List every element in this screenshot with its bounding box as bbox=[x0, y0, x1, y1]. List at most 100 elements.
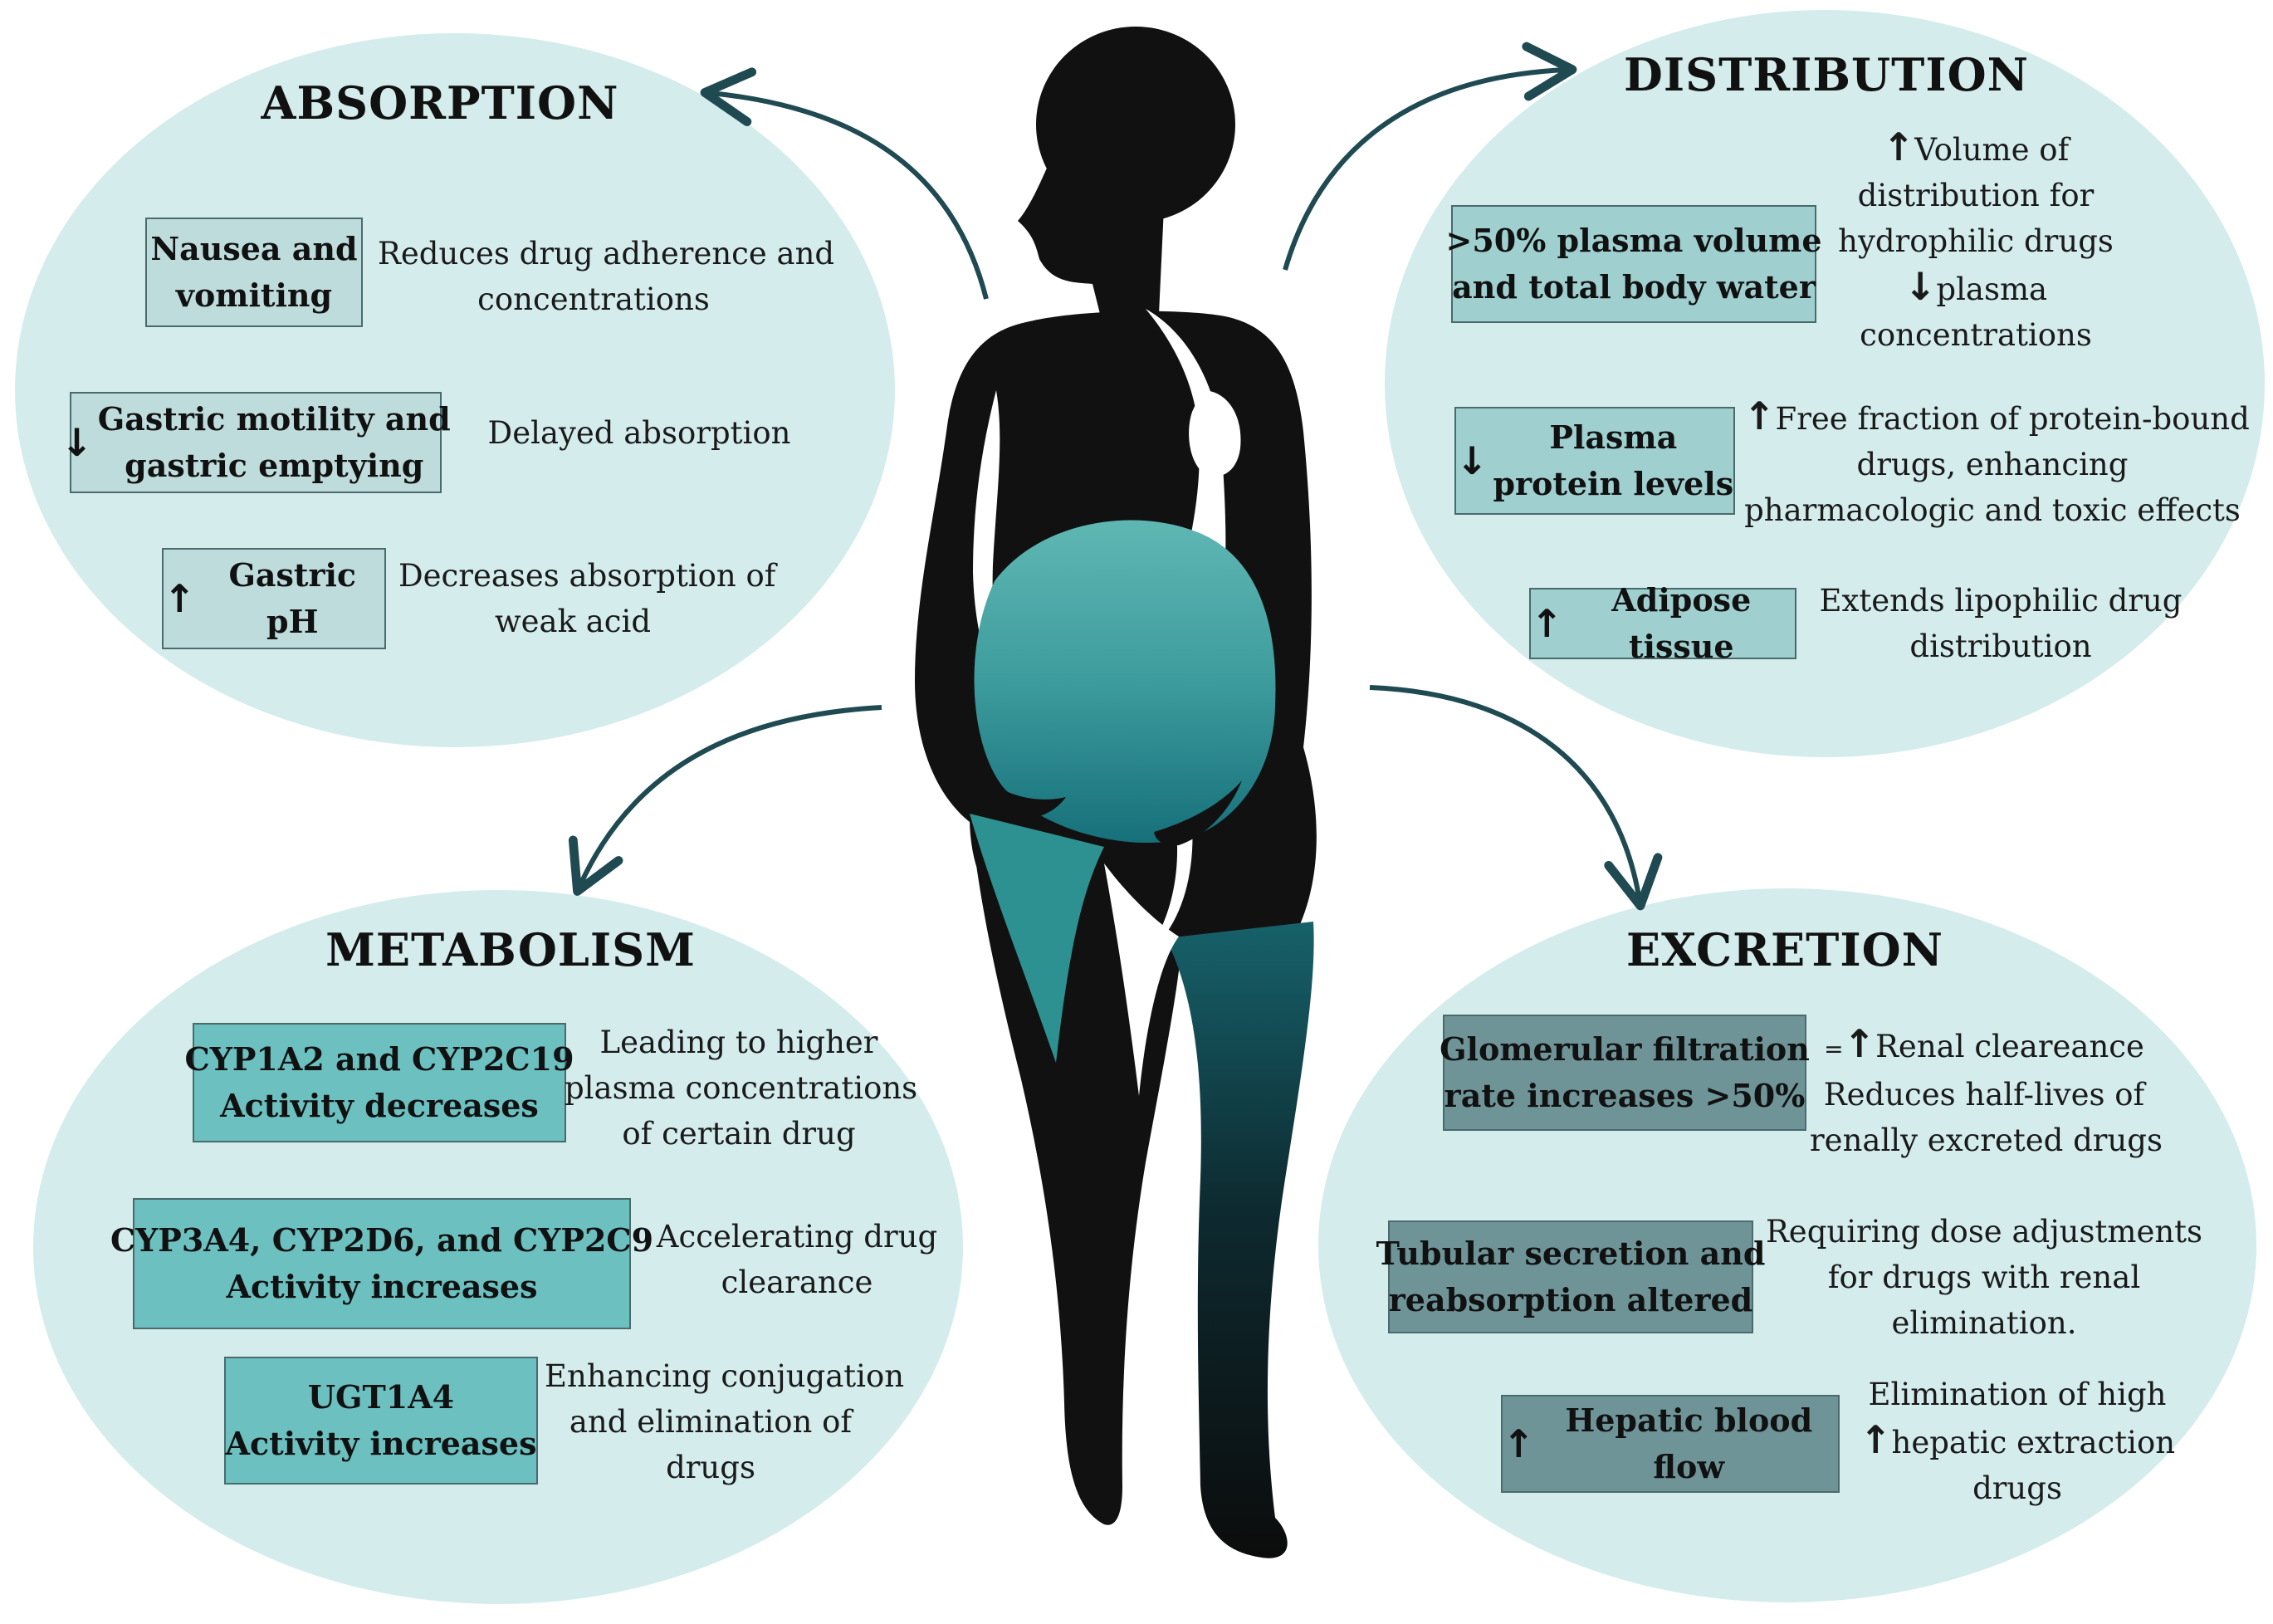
desc-line: distribution for bbox=[1857, 178, 2095, 213]
distribution-title: DISTRIBUTION bbox=[1624, 48, 2029, 101]
box-line: gastric emptying bbox=[125, 447, 424, 484]
box-line: UGT1A4 bbox=[307, 1378, 455, 1416]
desc-line: drugs bbox=[1972, 1470, 2062, 1506]
curved-arrow-icon bbox=[1283, 42, 1577, 271]
excretion-box-gfr: Glomerular filtration rate increases >50… bbox=[1440, 1015, 1810, 1131]
box-line: and total body water bbox=[1452, 268, 1816, 306]
desc-line: Leading to higher bbox=[599, 1025, 878, 1060]
excretion-desc-gfr: =↑Renal cleareance Reduces half-lives of… bbox=[1810, 1021, 2163, 1163]
excretion-desc-hepatic: Elimination of high ↑hepatic extraction … bbox=[1843, 1372, 2192, 1511]
box-line: Hepatic blood flow bbox=[1565, 1401, 1813, 1485]
distribution-box-adipose: ↑ Adipose tissue bbox=[1529, 581, 1796, 665]
metabolism-box-cyp1a2: CYP1A2 and CYP2C19 Activity decreases bbox=[184, 1023, 574, 1142]
box-line: Activity increases bbox=[226, 1268, 538, 1305]
desc-line: concentrations bbox=[1860, 317, 2092, 353]
down-arrow-icon: ↓ bbox=[1455, 438, 1488, 483]
desc-line: renally excreted drugs bbox=[1810, 1123, 2163, 1158]
excretion-title: EXCRETION bbox=[1626, 923, 1943, 976]
box-line: Tubular secretion and bbox=[1376, 1235, 1766, 1272]
desc-line: plasma concentrations bbox=[565, 1070, 918, 1106]
box-line: CYP1A2 and CYP2C19 bbox=[184, 1040, 574, 1078]
box-line: Nausea and bbox=[150, 230, 358, 267]
desc-line: Delayed absorption bbox=[487, 415, 791, 451]
box-line: reabsorption altered bbox=[1388, 1281, 1753, 1318]
desc-line: hydrophilic drugs bbox=[1838, 223, 2114, 259]
curved-arrow-icon bbox=[568, 705, 882, 896]
desc-line: Accelerating drug bbox=[656, 1219, 938, 1255]
desc-line: Elimination of high bbox=[1868, 1377, 2167, 1412]
absorption-box-gastric-motility: ↓ Gastric motility and gastric emptying bbox=[61, 392, 451, 493]
box-line: CYP3A4, CYP2D6, and CYP2C9 bbox=[110, 1221, 654, 1259]
curved-arrow-icon bbox=[700, 67, 989, 300]
desc-line: and elimination of bbox=[569, 1404, 853, 1440]
metabolism-desc-cyp3a4: Accelerating drug clearance bbox=[648, 1214, 946, 1305]
excretion-box-hepatic: ↑ Hepatic blood flow bbox=[1501, 1395, 1840, 1493]
distribution-box-plasma-volume: >50% plasma volume and total body water bbox=[1446, 205, 1822, 323]
desc-text: Renal cleareance bbox=[1875, 1029, 2144, 1064]
metabolism-box-cyp3a4: CYP3A4, CYP2D6, and CYP2C9 Activity incr… bbox=[110, 1198, 653, 1329]
excretion-desc-tubular: Requiring dose adjustments for drugs wit… bbox=[1760, 1209, 2208, 1346]
desc-text: Volume of bbox=[1914, 132, 2070, 168]
desc-line: Reduces half-lives of bbox=[1823, 1077, 2145, 1113]
desc-prefix: = bbox=[1824, 1035, 1844, 1063]
desc-line: Reduces drug adherence and bbox=[378, 236, 835, 271]
desc-text: plasma bbox=[1936, 271, 2048, 307]
absorption-desc-nausea: Reduces drug adherence and concentration… bbox=[378, 231, 835, 322]
desc-line: drugs, enhancing bbox=[1856, 447, 2129, 482]
absorption-desc-gastric-motility: Delayed absorption bbox=[473, 410, 805, 456]
distribution-desc-adipose: Extends lipophilic drug distribution bbox=[1818, 578, 2183, 669]
desc-text: Free fraction of protein-bound bbox=[1775, 401, 2250, 437]
box-line: protein levels bbox=[1493, 465, 1734, 502]
curved-arrow-icon bbox=[1369, 685, 1663, 911]
desc-line: of certain drug bbox=[622, 1116, 856, 1152]
up-arrow-icon: ↑ bbox=[1503, 1421, 1535, 1466]
desc-line: =↑Renal cleareance bbox=[1810, 1021, 2158, 1072]
excretion-box-tubular: Tubular secretion and reabsorption alter… bbox=[1376, 1220, 1765, 1333]
desc-line: ↑Free fraction of protein-bound bbox=[1743, 394, 2250, 442]
desc-line: drugs bbox=[666, 1450, 755, 1485]
metabolism-desc-ugt1a4: Enhancing conjugation and elimination of… bbox=[545, 1353, 905, 1490]
absorption-desc-gastric-ph: Decreases absorption of weak acid bbox=[398, 553, 776, 644]
desc-line: ↑hepatic extraction bbox=[1843, 1417, 2192, 1465]
box-line: Activity decreases bbox=[220, 1087, 539, 1124]
up-arrow-icon: ↑ bbox=[1859, 1417, 1892, 1462]
up-arrow-icon: ↑ bbox=[1843, 1021, 1876, 1066]
metabolism-box-ugt1a4: UGT1A4 Activity increases bbox=[224, 1357, 538, 1485]
metabolism-title: METABOLISM bbox=[325, 923, 696, 976]
absorption-box-nausea: Nausea and vomiting bbox=[145, 218, 363, 327]
pregnant-woman-silhouette-icon bbox=[915, 27, 1317, 1558]
desc-line: concentrations bbox=[477, 281, 710, 317]
desc-line: elimination. bbox=[1891, 1305, 2077, 1341]
distribution-desc-plasma-protein: ↑Free fraction of protein-bound drugs, e… bbox=[1743, 394, 2250, 533]
box-line: Gastric pH bbox=[228, 556, 357, 640]
desc-text: hepatic extraction bbox=[1891, 1425, 2176, 1460]
desc-line: Enhancing conjugation bbox=[545, 1358, 905, 1394]
desc-line: ↓plasma bbox=[1818, 264, 2134, 312]
box-line: vomiting bbox=[175, 276, 333, 314]
absorption-box-gastric-ph: ↑ Gastric pH bbox=[162, 548, 386, 649]
box-line: Adipose tissue bbox=[1611, 581, 1752, 665]
desc-line: ↑Volume of bbox=[1818, 125, 2134, 173]
desc-line: for drugs with renal bbox=[1827, 1260, 2141, 1295]
desc-line: weak acid bbox=[494, 604, 652, 639]
distribution-desc-plasma-volume: ↑Volume of distribution for hydrophilic … bbox=[1818, 125, 2134, 358]
absorption-panel bbox=[15, 33, 895, 747]
desc-line: Extends lipophilic drug bbox=[1819, 583, 2183, 619]
desc-line: clearance bbox=[721, 1264, 873, 1300]
desc-line: Decreases absorption of bbox=[398, 558, 776, 594]
desc-line: Requiring dose adjustments bbox=[1765, 1214, 2203, 1250]
distribution-box-plasma-protein: ↓ Plasma protein levels bbox=[1454, 407, 1735, 515]
box-line: >50% plasma volume bbox=[1445, 222, 1822, 259]
down-arrow-icon: ↓ bbox=[61, 420, 93, 465]
up-arrow-icon: ↑ bbox=[1882, 125, 1915, 169]
up-arrow-icon: ↑ bbox=[1531, 601, 1563, 646]
box-line: Glomerular filtration bbox=[1440, 1030, 1810, 1068]
desc-line: pharmacologic and toxic effects bbox=[1744, 492, 2241, 528]
metabolism-desc-cyp1a2: Leading to higher plasma concentrations … bbox=[565, 1020, 918, 1157]
up-arrow-icon: ↑ bbox=[1743, 394, 1776, 438]
box-line: rate increases >50% bbox=[1444, 1077, 1806, 1114]
box-line: Plasma bbox=[1549, 418, 1678, 456]
box-line: Gastric motility and bbox=[97, 400, 451, 438]
